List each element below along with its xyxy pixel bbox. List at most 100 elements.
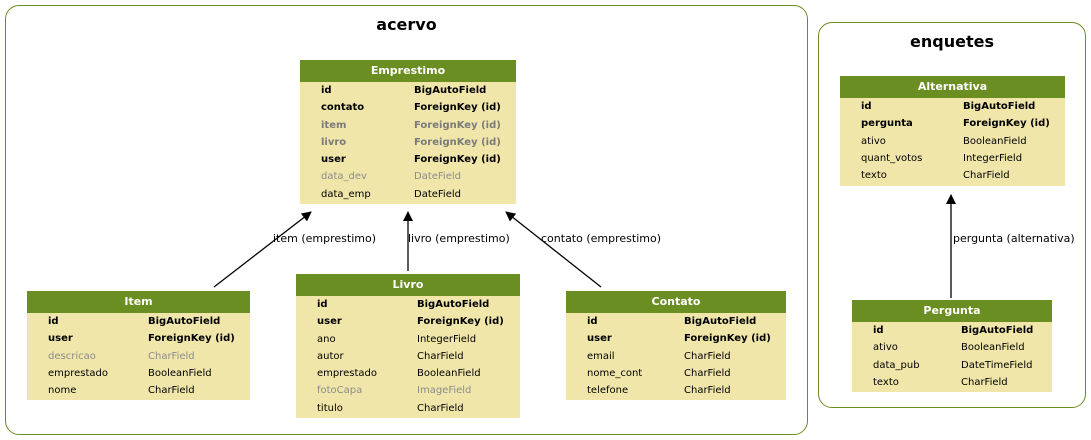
field-row: user ForeignKey (id) — [300, 151, 516, 168]
field-type: CharField — [961, 376, 1008, 388]
field-type: DateField — [414, 171, 461, 183]
field-row: id BigAutoField — [840, 98, 1065, 115]
cluster-enquetes: enquetes — [818, 22, 1086, 408]
field-row: data_emp DateField — [300, 186, 516, 203]
field-row: emprestado BooleanField — [27, 365, 250, 382]
field-type: ForeignKey (id) — [148, 333, 235, 345]
field-row: user ForeignKey (id) — [27, 330, 250, 347]
model-header: Item — [27, 291, 250, 313]
field-name: livro — [321, 136, 347, 148]
field-type: BigAutoField — [963, 101, 1036, 112]
field-name: texto — [861, 170, 887, 182]
field-type: ForeignKey (id) — [414, 102, 501, 114]
model-header: Livro — [296, 274, 520, 296]
field-row: user ForeignKey (id) — [296, 313, 520, 330]
field-type: CharField — [148, 385, 195, 397]
field-type: ForeignKey (id) — [417, 316, 504, 328]
model-header: Contato — [566, 291, 786, 313]
cluster-acervo: acervo — [5, 5, 808, 435]
edge-item-emprestimo — [213, 211, 312, 288]
field-type: BigAutoField — [961, 325, 1034, 336]
field-name: pergunta — [861, 118, 913, 130]
field-type: BooleanField — [961, 342, 1025, 354]
field-name: item — [321, 119, 347, 131]
field-name: id — [48, 316, 59, 327]
field-type: CharField — [963, 170, 1010, 182]
field-name: descricao — [48, 350, 96, 362]
field-type: CharField — [148, 350, 195, 362]
field-name: fotoCapa — [317, 385, 363, 397]
field-row: contato ForeignKey (id) — [300, 99, 516, 116]
cluster-title: acervo — [376, 15, 437, 34]
field-type: CharField — [417, 350, 464, 362]
edge-label-livro: livro (emprestimo) — [408, 232, 510, 245]
field-name: ativo — [861, 135, 886, 147]
field-name: nome — [48, 385, 77, 397]
field-type: CharField — [684, 367, 731, 379]
field-name: texto — [873, 376, 899, 388]
field-name: user — [48, 333, 73, 345]
field-name: data_emp — [321, 188, 371, 200]
field-name: autor — [317, 350, 344, 362]
field-name: contato — [321, 102, 365, 114]
field-row: livro ForeignKey (id) — [300, 134, 516, 151]
field-row: autor CharField — [296, 348, 520, 365]
edge-label-item: item (emprestimo) — [273, 232, 376, 245]
field-row: texto CharField — [840, 167, 1065, 184]
field-name: titulo — [317, 402, 343, 414]
field-type: ForeignKey (id) — [414, 119, 501, 131]
field-type: BigAutoField — [148, 316, 221, 327]
edge-label-contato: contato (emprestimo) — [541, 232, 661, 245]
field-row: user ForeignKey (id) — [566, 330, 786, 347]
field-type: CharField — [684, 385, 731, 397]
field-row: data_dev DateField — [300, 168, 516, 185]
field-name: id — [861, 101, 872, 112]
field-type: BigAutoField — [414, 85, 487, 96]
field-row: texto CharField — [852, 374, 1052, 391]
field-name: data_pub — [873, 359, 920, 371]
field-type: BigAutoField — [684, 316, 757, 327]
field-name: ativo — [873, 342, 898, 354]
field-name: user — [587, 333, 612, 345]
field-row: nome CharField — [27, 382, 250, 399]
edge-label-pergunta: pergunta (alternativa) — [953, 232, 1075, 245]
model-header: Alternativa — [840, 76, 1065, 98]
field-type: ForeignKey (id) — [414, 154, 501, 166]
edge-contato-emprestimo — [505, 211, 602, 288]
field-name: user — [321, 154, 346, 166]
model-item: Item id BigAutoField user ForeignKey (id) des… — [27, 291, 250, 400]
field-row: ativo BooleanField — [852, 339, 1052, 356]
field-name: quant_votos — [861, 152, 923, 164]
field-type: CharField — [417, 402, 464, 414]
field-type: BooleanField — [148, 367, 212, 379]
field-name: user — [317, 316, 342, 328]
model-header: Pergunta — [852, 300, 1052, 322]
field-type: BigAutoField — [417, 299, 490, 310]
field-type: ForeignKey (id) — [963, 118, 1050, 130]
field-type: DateField — [414, 188, 461, 200]
model-alternativa: Alternativa id BigAutoField pergunta Foreign… — [840, 76, 1065, 186]
field-type: ForeignKey (id) — [684, 333, 771, 345]
field-row: titulo CharField — [296, 400, 520, 417]
field-row: id BigAutoField — [27, 313, 250, 330]
field-name: emprestado — [48, 367, 109, 379]
field-name: emprestado — [317, 368, 378, 380]
field-name: data_dev — [321, 171, 367, 183]
field-type: IntegerField — [417, 333, 477, 345]
field-type: ForeignKey (id) — [414, 136, 501, 148]
